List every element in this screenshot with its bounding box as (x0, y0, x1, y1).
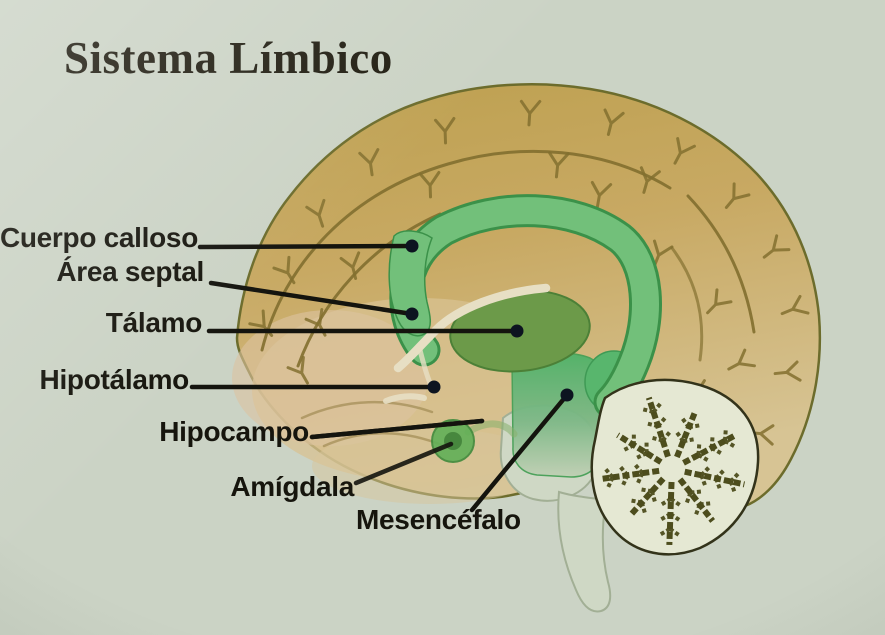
marker-dot-cuerpo-calloso (405, 239, 419, 253)
label-cuerpo-calloso: Cuerpo calloso (0, 222, 198, 253)
arbor-vitae-pattern (600, 396, 746, 546)
leader-amigdala (353, 441, 454, 486)
label-amigdala: Amígdala (230, 471, 354, 502)
label-mesencefalo: Mesencéfalo (356, 504, 521, 535)
diagram-title: Sistema Límbico (64, 33, 393, 83)
label-hipocampo: Hipocampo (159, 416, 309, 447)
marker-dot-talamo (510, 324, 524, 338)
sulci-branch-marks (248, 99, 810, 446)
marker-dot-hipotalamo (427, 380, 441, 394)
leader-lines (189, 243, 570, 513)
leader-cuerpo-calloso (197, 243, 415, 250)
label-talamo: Tálamo (105, 307, 203, 338)
septal-genu-region (388, 230, 433, 337)
cerebellum (590, 378, 760, 556)
leader-area-septal (208, 280, 415, 317)
leader-mesencefalo (469, 392, 570, 513)
leader-hipocampo-dark (309, 418, 485, 440)
label-hipotalamo: Hipotálamo (39, 364, 190, 395)
marker-dot-mesencefalo (560, 388, 574, 402)
hippocampus-tail (464, 420, 518, 438)
marker-dot-area-septal (405, 307, 419, 321)
sulci-lines (260, 149, 756, 368)
label-area-septal: Área septal (56, 256, 204, 287)
marker-dots (405, 239, 574, 402)
